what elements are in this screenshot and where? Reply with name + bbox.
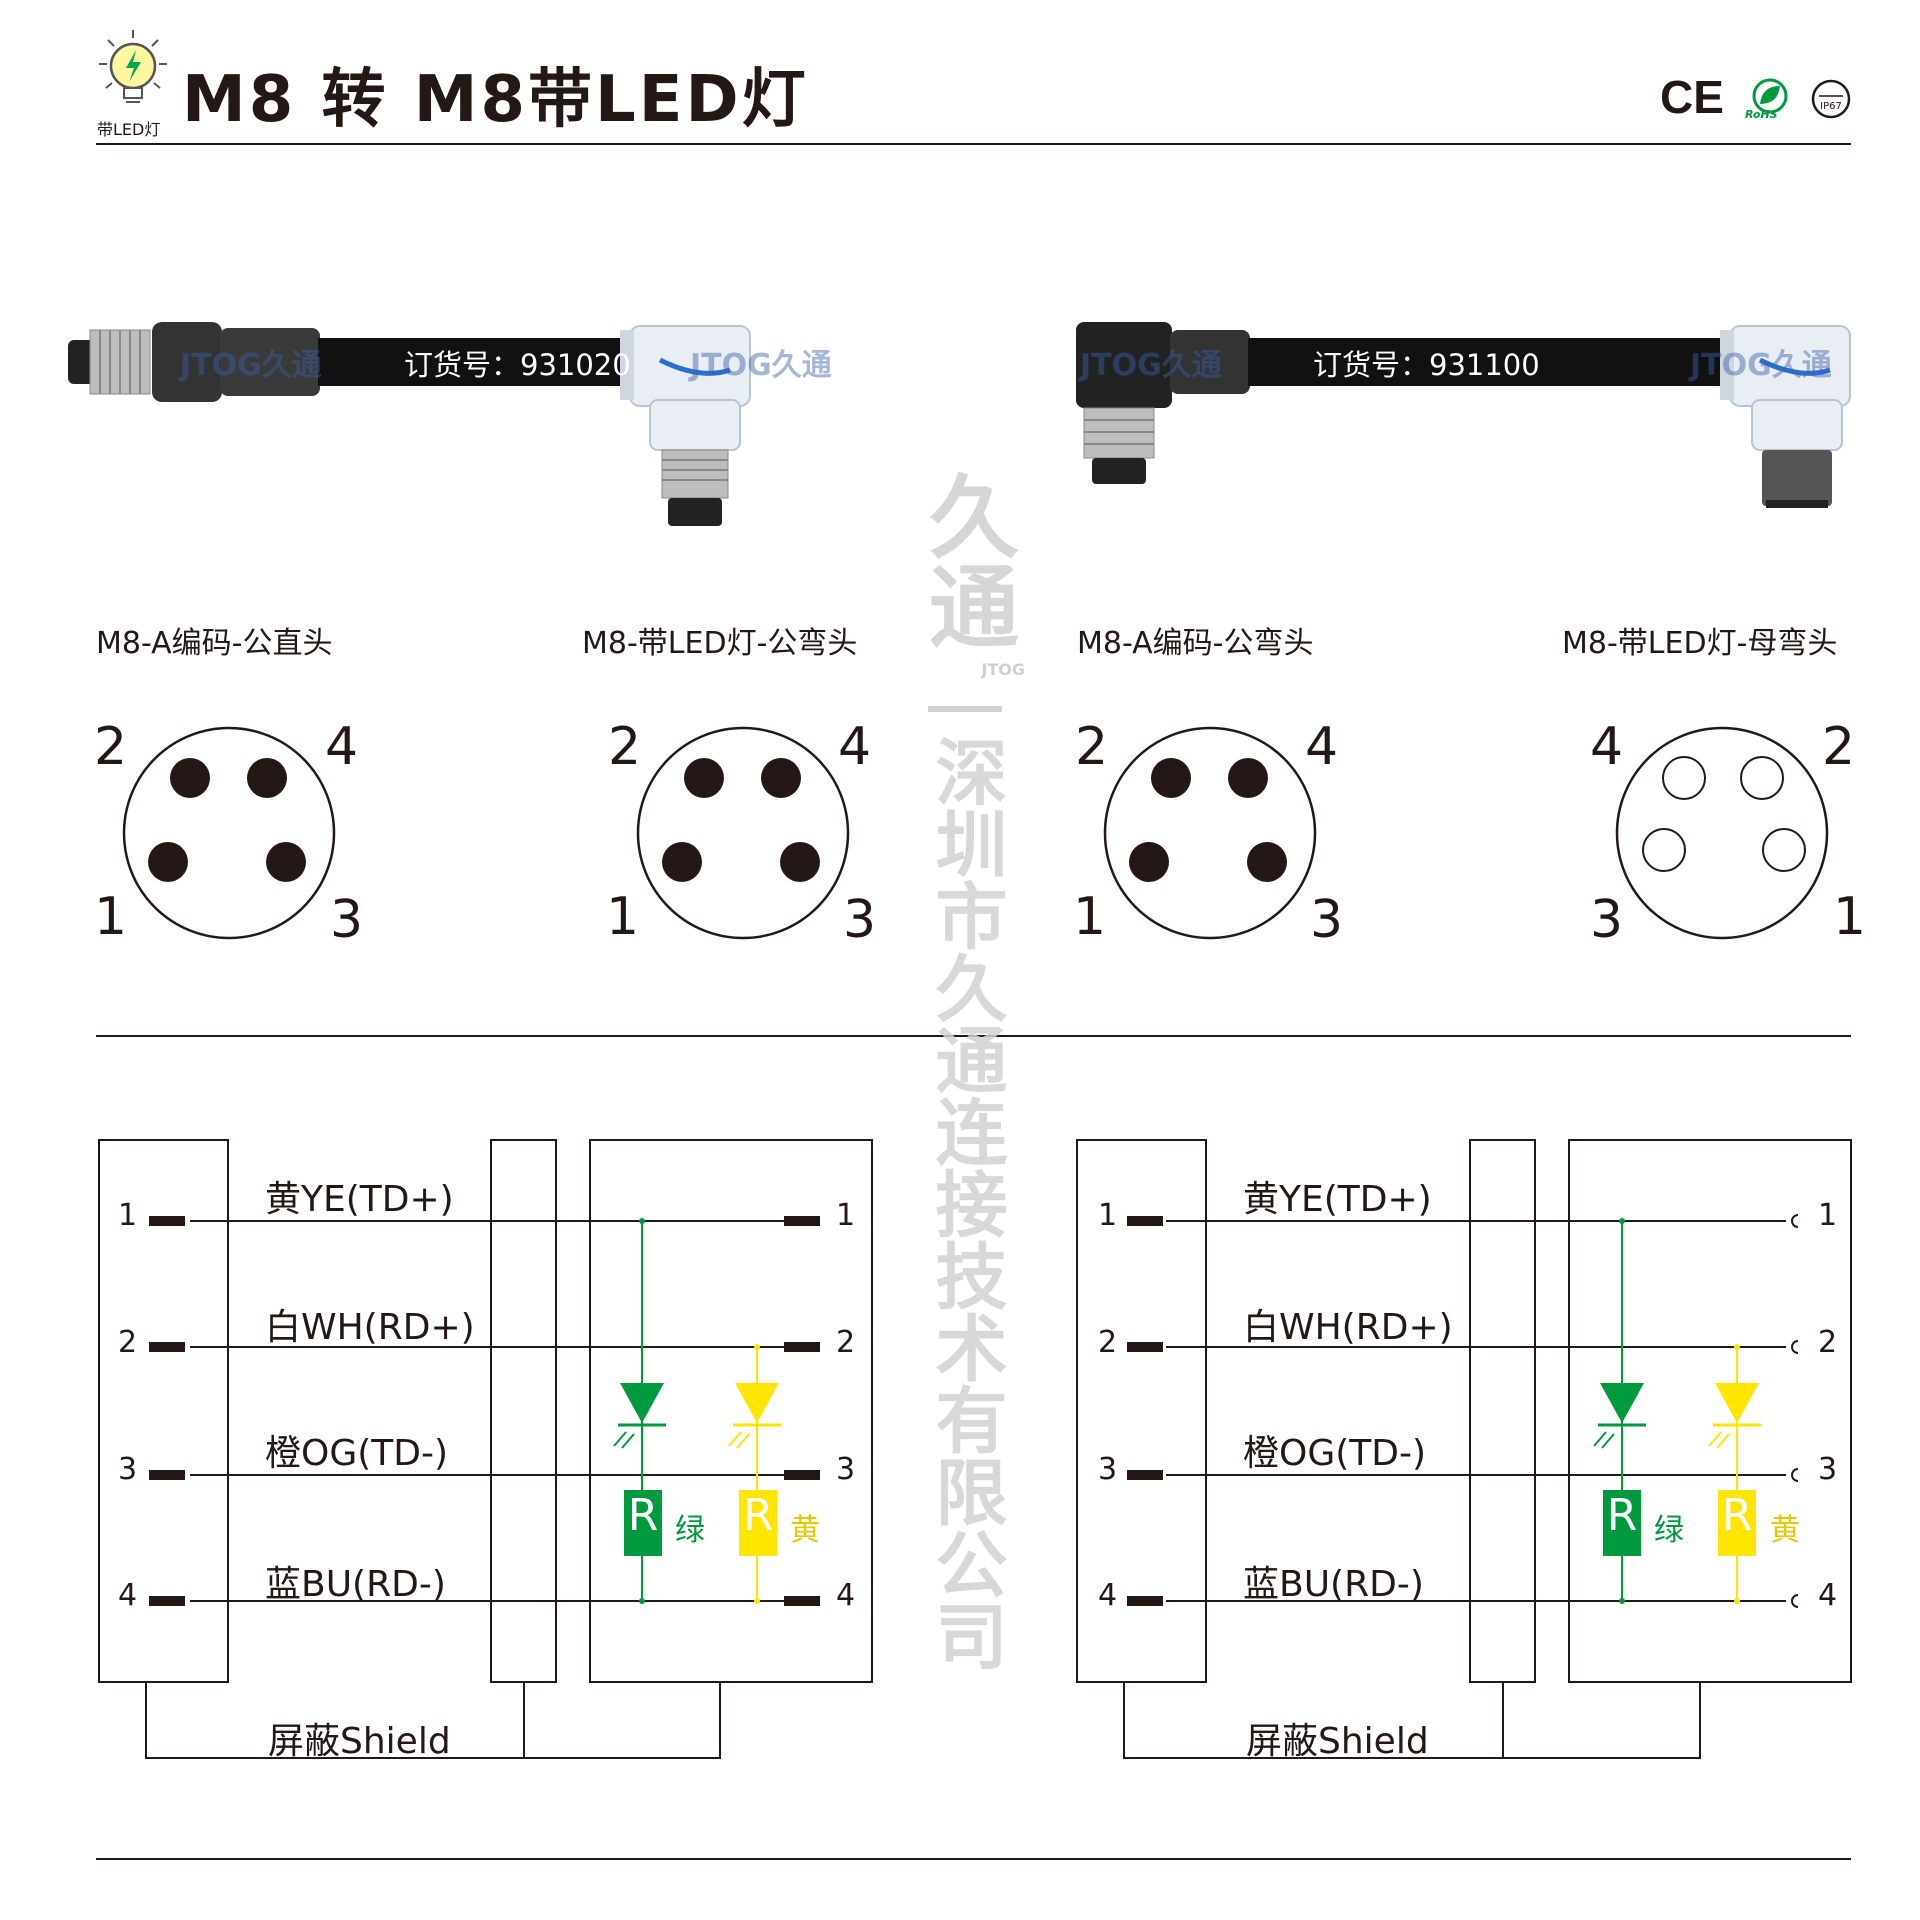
pin-label: 2 [94,717,128,777]
watermark-divider [928,706,1002,712]
led-green-2 [1593,1218,1646,1604]
resistor-label-green: R [627,1490,659,1541]
company-watermark-text: 深圳市久通连接技术有限公司 [923,735,1007,1671]
wire-pin-number: 2 [1818,1325,1838,1360]
pinout-2 [636,726,850,940]
pin-label: 3 [330,890,364,950]
order-number-1: 订货号：931020 [404,348,631,382]
wire-pin-number: 3 [1818,1452,1838,1487]
led-yellow-label: 黄 [790,1513,820,1548]
rohs-label: RoHS [1745,108,1778,121]
cable-logo-watermark-2a: JTOG久通 [1080,348,1222,383]
resistor-label-green: R [1606,1490,1638,1541]
shield-label: 屏蔽Shield [268,1721,451,1762]
wire-label-blue: 蓝BU(RD-) [1243,1564,1424,1605]
pin-stubs-2 [1127,1216,1163,1606]
wire-pin-number: 4 [118,1578,138,1613]
ip67-badge-icon [1811,79,1851,119]
pin-label: 3 [843,890,877,950]
led-yellow-label: 黄 [1770,1513,1800,1548]
caption-m8-a-male-straight: M8-A编码-公直头 [96,626,333,661]
led-green-1 [613,1218,666,1604]
company-watermark: 深圳市久通连接技术有限公司 [905,735,1025,1671]
pinout-3 [1103,726,1317,940]
wire-label-yellow: 黄YE(TD+) [265,1179,454,1220]
rohs-leaf-icon [1752,78,1788,114]
wire-pin-number: 3 [118,1452,138,1487]
wire-pin-number: 2 [118,1325,138,1360]
brand-watermark-sub: JTOG [981,660,1025,679]
order-number-2: 订货号：931100 [1313,348,1540,382]
wiring-diagram-2 [1076,1139,1852,1759]
wiring-diagram-1 [98,1139,873,1759]
icon-caption: 带LED灯 [97,120,161,139]
resistor-label-yellow: R [1721,1490,1753,1541]
led-bulb-icon [99,30,167,103]
shield-label: 屏蔽Shield [1246,1721,1429,1762]
wire-pin-number: 1 [1098,1198,1118,1233]
wire-pin-number: 4 [1098,1578,1118,1613]
page-title: M8 转 M8带LED灯 [182,63,809,137]
led-yellow-1 [728,1344,781,1604]
wire-label-yellow: 黄YE(TD+) [1243,1179,1432,1220]
caption-m8-a-male-angled: M8-A编码-公弯头 [1077,626,1314,661]
pin-label: 1 [1073,887,1107,947]
wire-label-orange: 橙OG(TD-) [265,1433,449,1474]
brand-watermark-text: 久通 [913,470,1018,650]
wire-label-white: 白WH(RD+) [1243,1307,1453,1348]
wire-pin-number: 4 [1818,1578,1838,1613]
wire-label-blue: 蓝BU(RD-) [265,1564,446,1605]
cable-assembly-931020 [68,322,751,526]
wire-pin-number: 1 [118,1198,138,1233]
pinout-1 [122,726,336,940]
brand-watermark: 久通 [905,470,1025,650]
pin-label: 4 [325,717,359,777]
ce-mark: CE [1660,71,1724,123]
cable-assembly-931100 [1076,322,1851,508]
pinout-diagrams [122,726,1829,940]
led-green-label: 绿 [1654,1513,1684,1548]
pin-label: 3 [1590,890,1624,950]
wire-pin-number: 2 [1098,1325,1118,1360]
caption-m8-led-female-angled: M8-带LED灯-母弯头 [1562,626,1838,661]
wire-pin-number: 3 [836,1452,856,1487]
wire-pin-number: 1 [836,1198,856,1233]
wire-label-orange: 橙OG(TD-) [1243,1433,1427,1474]
cable-logo-watermark-1a: JTOG久通 [180,348,322,383]
pin-label: 2 [608,717,642,777]
pin-label: 3 [1310,890,1344,950]
pin-label: 4 [838,717,872,777]
caption-m8-led-male-angled: M8-带LED灯-公弯头 [582,626,858,661]
section-divider [96,1035,1851,1037]
header-divider [96,143,1851,145]
pin-label: 1 [606,887,640,947]
pin-label: 2 [1822,717,1856,777]
pin-label: 2 [1075,717,1109,777]
pin-label: 1 [1833,887,1867,947]
pin-label: 4 [1590,717,1624,777]
pin-stubs-1 [149,1216,820,1606]
wiring-diagrams [98,1139,1852,1759]
footer-divider [96,1858,1851,1860]
cable-logo-watermark-2b: JTOG久通 [1690,348,1832,383]
led-green-label: 绿 [675,1513,705,1548]
resistor-label-yellow: R [742,1490,774,1541]
wire-pin-number: 1 [1818,1198,1838,1233]
wire-pin-number: 2 [836,1325,856,1360]
wire-pin-number: 3 [1098,1452,1118,1487]
pinout-4 [1615,726,1829,940]
pin-label: 4 [1305,717,1339,777]
pin-label: 1 [94,887,128,947]
wire-pin-number: 4 [836,1578,856,1613]
ip67-label: IP67 [1820,101,1842,112]
cable-logo-watermark-1b: JTOG久通 [690,348,832,383]
wire-label-white: 白WH(RD+) [265,1307,475,1348]
led-yellow-2 [1708,1344,1761,1604]
